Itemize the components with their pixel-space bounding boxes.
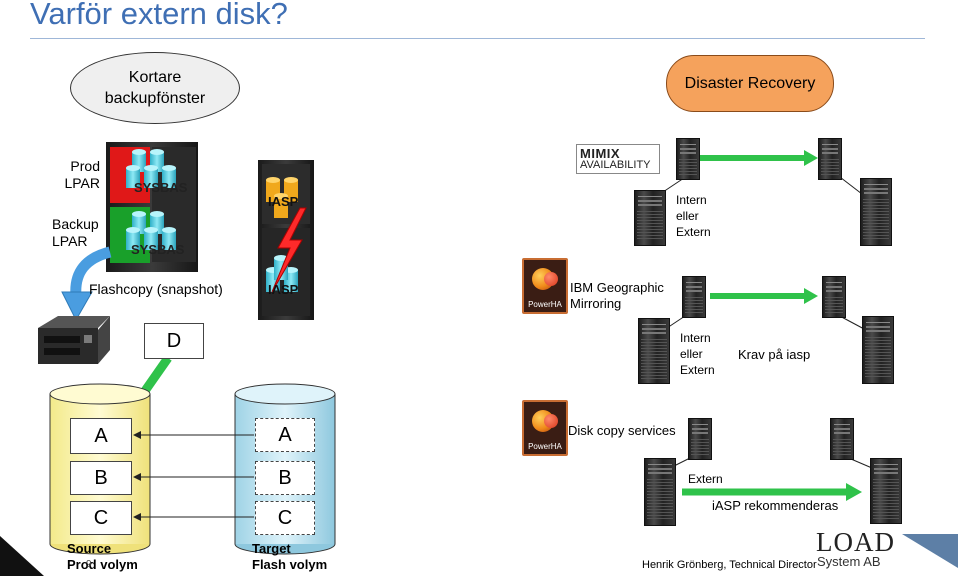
prod-lpar-label: Prod LPAR (64, 158, 100, 191)
source-title: Source (67, 541, 112, 556)
disaster-recovery-oval: Disaster Recovery (666, 55, 834, 112)
diskcopy-server-source-top (688, 418, 712, 460)
target-box-b: B (255, 461, 315, 495)
footer-author: Henrik Grönberg, Technical Director (642, 559, 817, 571)
backup-lpar-label: Backup LPAR (52, 216, 99, 249)
diskcopy-server-target (870, 458, 902, 524)
flashcopy-label: Flashcopy (snapshot) (89, 281, 223, 297)
geo-intern-extern: Intern eller Extern (680, 331, 715, 377)
sysbas-disks-top (126, 149, 176, 188)
page-number: 9 (86, 559, 92, 570)
load-logo-subtext: System AB (817, 554, 881, 569)
snapshot-d-box: D (144, 323, 204, 359)
geo-server-target-top (822, 276, 846, 318)
mimix-logo-line1: MIMIX (580, 146, 621, 161)
source-box-a: A (70, 418, 132, 454)
target-box-a: A (255, 418, 315, 452)
target-subtitle: Flash volym (252, 557, 328, 572)
mimix-logo-line2: AVAILABILITY (580, 159, 651, 171)
load-logo-triangle (902, 534, 958, 568)
sysbas-disks-bottom (126, 211, 176, 250)
geo-mirroring-label: IBM Geographic Mirroring (570, 280, 664, 311)
corner-triangle (0, 536, 44, 576)
flashcopy-arrow (70, 246, 112, 297)
disaster-recovery-label: Disaster Recovery (684, 74, 816, 92)
powerha-geo-text: PowerHA (528, 300, 562, 309)
powerha-logo-diskcopy: PowerHA (522, 400, 568, 456)
powerha-diskcopy-text: PowerHA (528, 442, 562, 451)
mimix-server-source (634, 190, 666, 246)
iasp-label-bottom: IASP (268, 282, 299, 297)
diskcopy-server-source (644, 458, 676, 526)
diskcopy-server-target-top (830, 418, 854, 460)
backup-window-label: Kortare backupfönster (104, 69, 206, 107)
sysbas-label-bottom: SYSBAS (131, 242, 185, 257)
disk-copy-extern: Extern (688, 472, 723, 486)
geo-mirroring (663, 288, 867, 331)
sysbas-label-top: SYSBAS (134, 180, 188, 195)
mimix-intern-extern: Intern eller Extern (676, 193, 711, 239)
source-box-c: C (70, 501, 132, 535)
geo-requirement: Krav på iasp (738, 347, 811, 362)
target-title: Target (252, 541, 291, 556)
iasp-rack (258, 160, 314, 320)
title-rule (30, 38, 925, 39)
source-subtitle: Prod volym (67, 557, 138, 572)
tape-drive (38, 316, 110, 364)
geo-server-source (638, 318, 670, 384)
mimix-server-source-top (676, 138, 700, 180)
target-box-c: C (255, 501, 315, 535)
geo-server-target (862, 316, 894, 384)
load-logo-text: LOAD (816, 527, 895, 557)
geo-server-source-top (682, 276, 706, 318)
mimix-server-target (860, 178, 892, 246)
source-box-b: B (70, 461, 132, 495)
mimix-logo: MIMIX AVAILABILITY (576, 144, 660, 174)
disk-copy-recommend: iASP rekommenderas (712, 498, 839, 513)
disk-copy-label: Disk copy services (568, 423, 676, 438)
powerha-logo-geo: PowerHA (522, 258, 568, 314)
page-title: Varför extern disk? (30, 0, 288, 31)
backup-window-oval: Kortare backupfönster (70, 52, 240, 124)
iasp-label-top: IASP (268, 194, 299, 209)
flashcopy-arrowhead (61, 291, 93, 322)
mimix-server-target-top (818, 138, 842, 180)
